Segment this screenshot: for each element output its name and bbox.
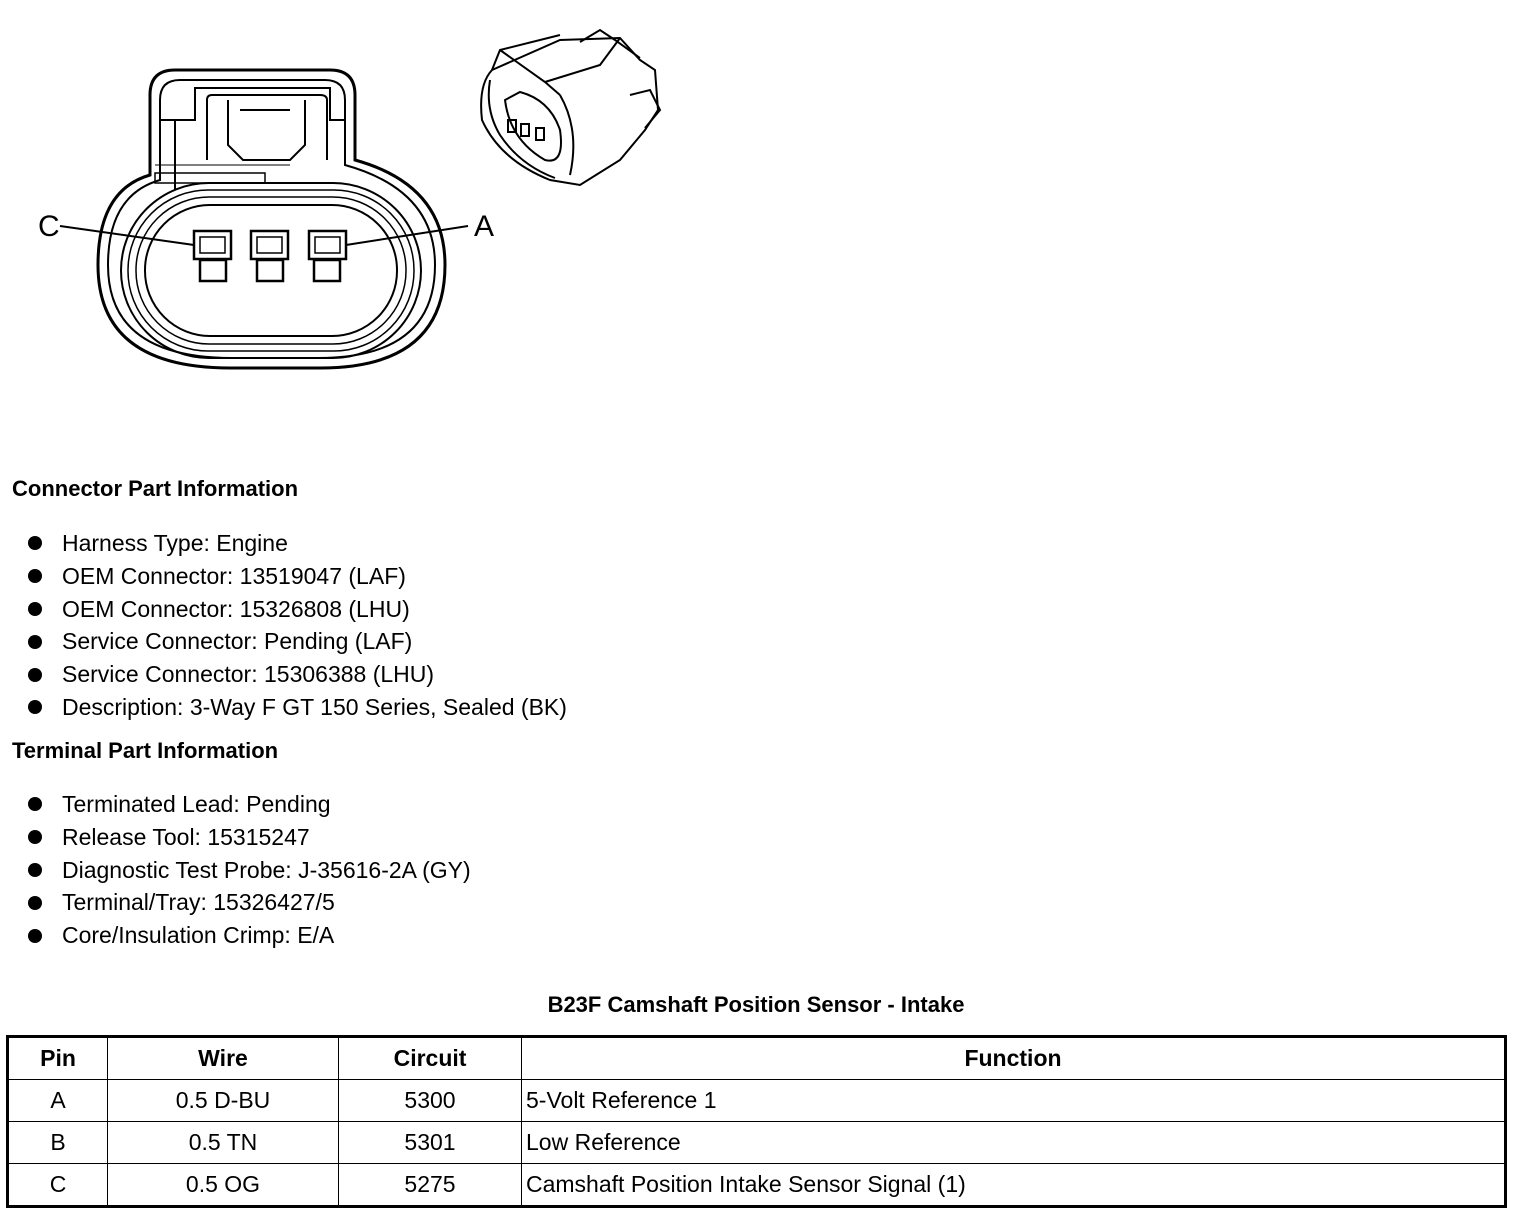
cell-wire: 0.5 OG (107, 1163, 339, 1207)
terminal-cavities (192, 229, 348, 283)
cell-wire: 0.5 TN (107, 1121, 339, 1164)
cell-circuit: 5275 (338, 1163, 522, 1207)
list-item: OEM Connector: 15326808 (LHU) (28, 593, 567, 626)
connector-isometric-view (480, 28, 662, 187)
list-item: Description: 3-Way F GT 150 Series, Seal… (28, 691, 567, 724)
list-item: Core/Insulation Crimp: E/A (28, 919, 471, 952)
item-text: Terminated Lead: Pending (62, 791, 331, 817)
pinout-table: Pin Wire Circuit Function A 0.5 D-BU 530… (6, 1035, 1507, 1208)
bullet-icon (28, 797, 42, 812)
item-text: Terminal/Tray: 15326427/5 (62, 889, 335, 916)
terminal-info-heading: Terminal Part Information (12, 738, 279, 763)
bullet-icon (28, 928, 42, 943)
pin-label-c: C (38, 210, 60, 243)
item-text: Description: 3-Way F GT 150 Series, Seal… (62, 693, 567, 720)
list-item: Diagnostic Test Probe: J-35616-2A (GY) (28, 854, 471, 887)
item-text: Release Tool: 15315247 (62, 823, 310, 850)
list-item: Terminal/Tray: 15326427/5 (28, 886, 471, 919)
cell-pin: B (7, 1121, 108, 1164)
bullet-icon (28, 634, 42, 649)
item-text: OEM Connector: 15326808 (LHU) (62, 595, 410, 622)
cell-function: Camshaft Position Intake Sensor Signal (… (521, 1163, 1506, 1207)
cell-pin: A (7, 1079, 108, 1122)
list-item: Release Tool: 15315247 (28, 821, 471, 854)
connector-face-view (96, 68, 447, 370)
bullet-icon (28, 895, 42, 910)
bullet-icon (28, 601, 42, 616)
list-item: Service Connector: 15306388 (LHU) (28, 658, 567, 691)
table-header-row: Pin Wire Circuit Function (7, 1036, 1506, 1080)
table-row: B 0.5 TN 5301 Low Reference (7, 1121, 1506, 1164)
cell-circuit: 5301 (338, 1121, 522, 1164)
item-text: Harness Type: Engine (62, 530, 288, 556)
list-item: Service Connector: Pending (LAF) (28, 625, 567, 658)
bullet-icon (28, 536, 42, 551)
connector-info-list: Harness Type: Engine OEM Connector: 1351… (28, 527, 567, 724)
connector-info-heading: Connector Part Information (12, 476, 299, 501)
pin-label-a: A (474, 210, 494, 243)
header-wire: Wire (107, 1036, 339, 1080)
item-text: Service Connector: Pending (LAF) (62, 628, 413, 655)
table-row: C 0.5 OG 5275 Camshaft Position Intake S… (7, 1163, 1506, 1207)
item-text: OEM Connector: 13519047 (LAF) (62, 562, 406, 589)
terminal-info-list: Terminated Lead: Pending Release Tool: 1… (28, 788, 471, 952)
cell-circuit: 5300 (338, 1079, 522, 1122)
bullet-icon (28, 700, 42, 715)
bullet-icon (28, 569, 42, 584)
item-text: Service Connector: 15306388 (LHU) (62, 661, 435, 688)
table-row: A 0.5 D-BU 5300 5-Volt Reference 1 (7, 1079, 1506, 1122)
list-item: OEM Connector: 13519047 (LAF) (28, 560, 567, 593)
bullet-icon (28, 830, 42, 845)
bullet-icon (28, 667, 42, 682)
bullet-icon (28, 862, 42, 877)
cell-function: 5-Volt Reference 1 (521, 1079, 1506, 1122)
item-text: Core/Insulation Crimp: E/A (62, 922, 335, 949)
connector-face-diagram: C A (38, 28, 662, 370)
cell-pin: C (7, 1163, 108, 1207)
list-item: Harness Type: Engine (28, 527, 567, 560)
cell-wire: 0.5 D-BU (107, 1079, 339, 1122)
header-pin: Pin (7, 1036, 108, 1080)
list-item: Terminated Lead: Pending (28, 788, 471, 821)
cell-function: Low Reference (521, 1121, 1506, 1164)
header-circuit: Circuit (338, 1036, 522, 1080)
table-title: B23F Camshaft Position Sensor - Intake (547, 992, 965, 1017)
item-text: Diagnostic Test Probe: J-35616-2A (GY) (62, 856, 471, 883)
header-function: Function (521, 1036, 1506, 1080)
pin-callouts (59, 225, 469, 246)
